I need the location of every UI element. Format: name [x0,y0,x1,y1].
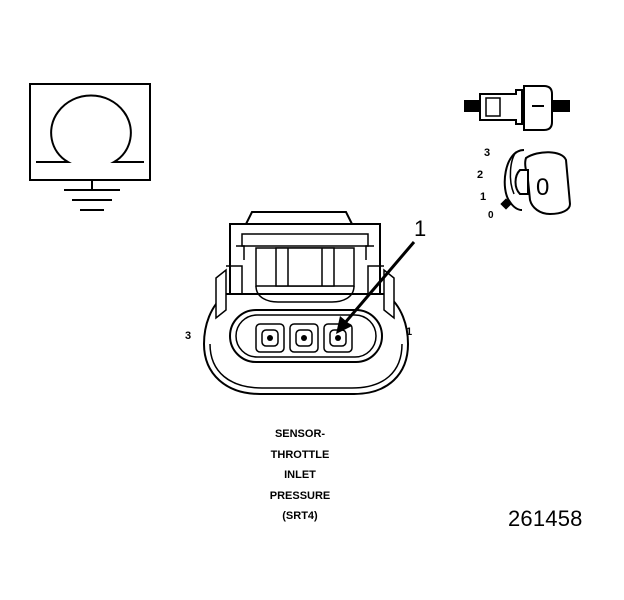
connector-face-icon [202,211,410,395]
callout-number: 1 [414,216,427,241]
indicator-position-3: 3 [484,147,491,159]
indicator-position-0: 0 [488,210,494,221]
caption-line: SENSOR- [274,428,326,440]
figure-number: 261458 [508,506,583,531]
indicator-current-value: 0 [536,174,550,201]
pin-3-label: 3 [185,330,192,342]
view-indicator-icon [500,149,572,216]
connector-plug-icon [464,85,570,131]
sensor-symbol-icon [29,83,151,211]
callout-leader-icon [336,241,416,334]
indicator-position-1: 1 [480,191,487,203]
caption-line: INLET [284,469,316,481]
connector-caption: SENSOR- THROTTLE INLET PRESSURE (SRT4) [240,424,360,527]
pin-1-label: 1 [406,326,413,338]
caption-line: (SRT4) [282,510,318,522]
caption-line: PRESSURE [269,489,331,502]
caption-line: THROTTLE [270,448,330,461]
indicator-position-2: 2 [477,169,484,181]
